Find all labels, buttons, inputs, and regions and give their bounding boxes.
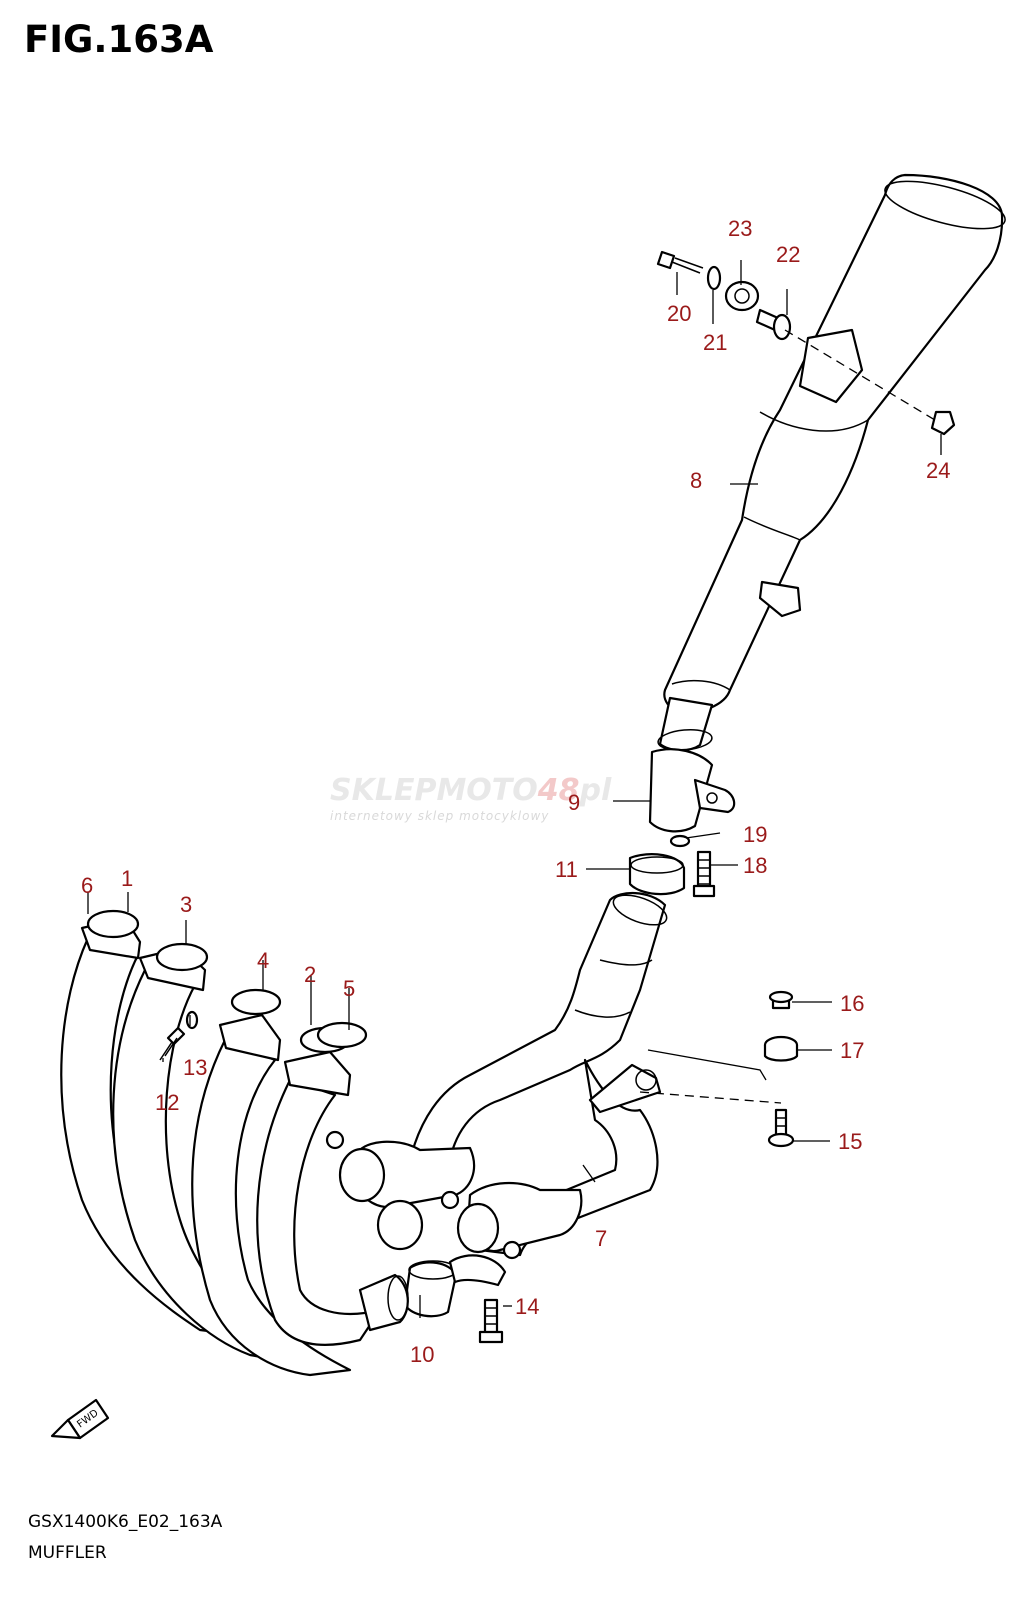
- exhaust-headers: [60, 909, 409, 1377]
- figure-title: FIG.163A: [24, 18, 214, 61]
- callout-16: 16: [840, 991, 864, 1016]
- callout-22: 22: [776, 242, 800, 267]
- watermark-tagline: internetowy sklep motocyklowy: [330, 809, 549, 823]
- callout-21: 21: [703, 330, 727, 355]
- callout-17: 17: [840, 1038, 864, 1063]
- bracket-mounts: [639, 990, 799, 1148]
- callout-13: 13: [183, 1055, 207, 1080]
- callout-9: 9: [568, 790, 580, 815]
- watermark-brand: SKLEPMOTO: [330, 773, 538, 808]
- callout-20: 20: [667, 301, 691, 326]
- muffler-body: [657, 173, 1006, 752]
- callout-3: 3: [180, 892, 192, 917]
- callout-6: 6: [81, 873, 93, 898]
- watermark-brand-tail: pl: [579, 773, 612, 808]
- callout-5: 5: [343, 976, 355, 1001]
- callout-23: 23: [728, 216, 752, 241]
- callout-7: 7: [595, 1226, 607, 1251]
- callout-2: 2: [304, 962, 316, 987]
- watermark-brand-accent: 48: [537, 773, 580, 808]
- watermark: SKLEPMOTO48pl internetowy sklep motocykl…: [330, 773, 612, 823]
- callout-numbers: 1 2 3 4 5 6 7 8 9 10 11 12 13 14 15 16 1…: [81, 216, 950, 1367]
- svg-text:SKLEPMOTO48pl: SKLEPMOTO48pl: [330, 773, 612, 808]
- callout-4: 4: [257, 948, 269, 973]
- mid-pipe: [325, 891, 668, 1260]
- callout-24: 24: [926, 458, 950, 483]
- callout-10: 10: [410, 1342, 434, 1367]
- callout-12: 12: [155, 1090, 179, 1115]
- callout-18: 18: [743, 853, 767, 878]
- joint-clamp-area: [628, 748, 736, 898]
- callout-8: 8: [690, 468, 702, 493]
- callout-15: 15: [838, 1129, 862, 1154]
- callout-1: 1: [121, 866, 133, 891]
- forward-arrow: FWD: [50, 1398, 110, 1440]
- callout-11: 11: [555, 857, 578, 882]
- diagram-name: MUFFLER: [28, 1543, 107, 1563]
- callout-19: 19: [743, 822, 767, 847]
- mount-hardware: [656, 250, 956, 436]
- diagram-code: GSX1400K6_E02_163A: [28, 1512, 223, 1532]
- lower-joint-parts: [403, 1254, 507, 1344]
- leader-lines: [87, 260, 942, 1318]
- callout-14: 14: [515, 1294, 539, 1319]
